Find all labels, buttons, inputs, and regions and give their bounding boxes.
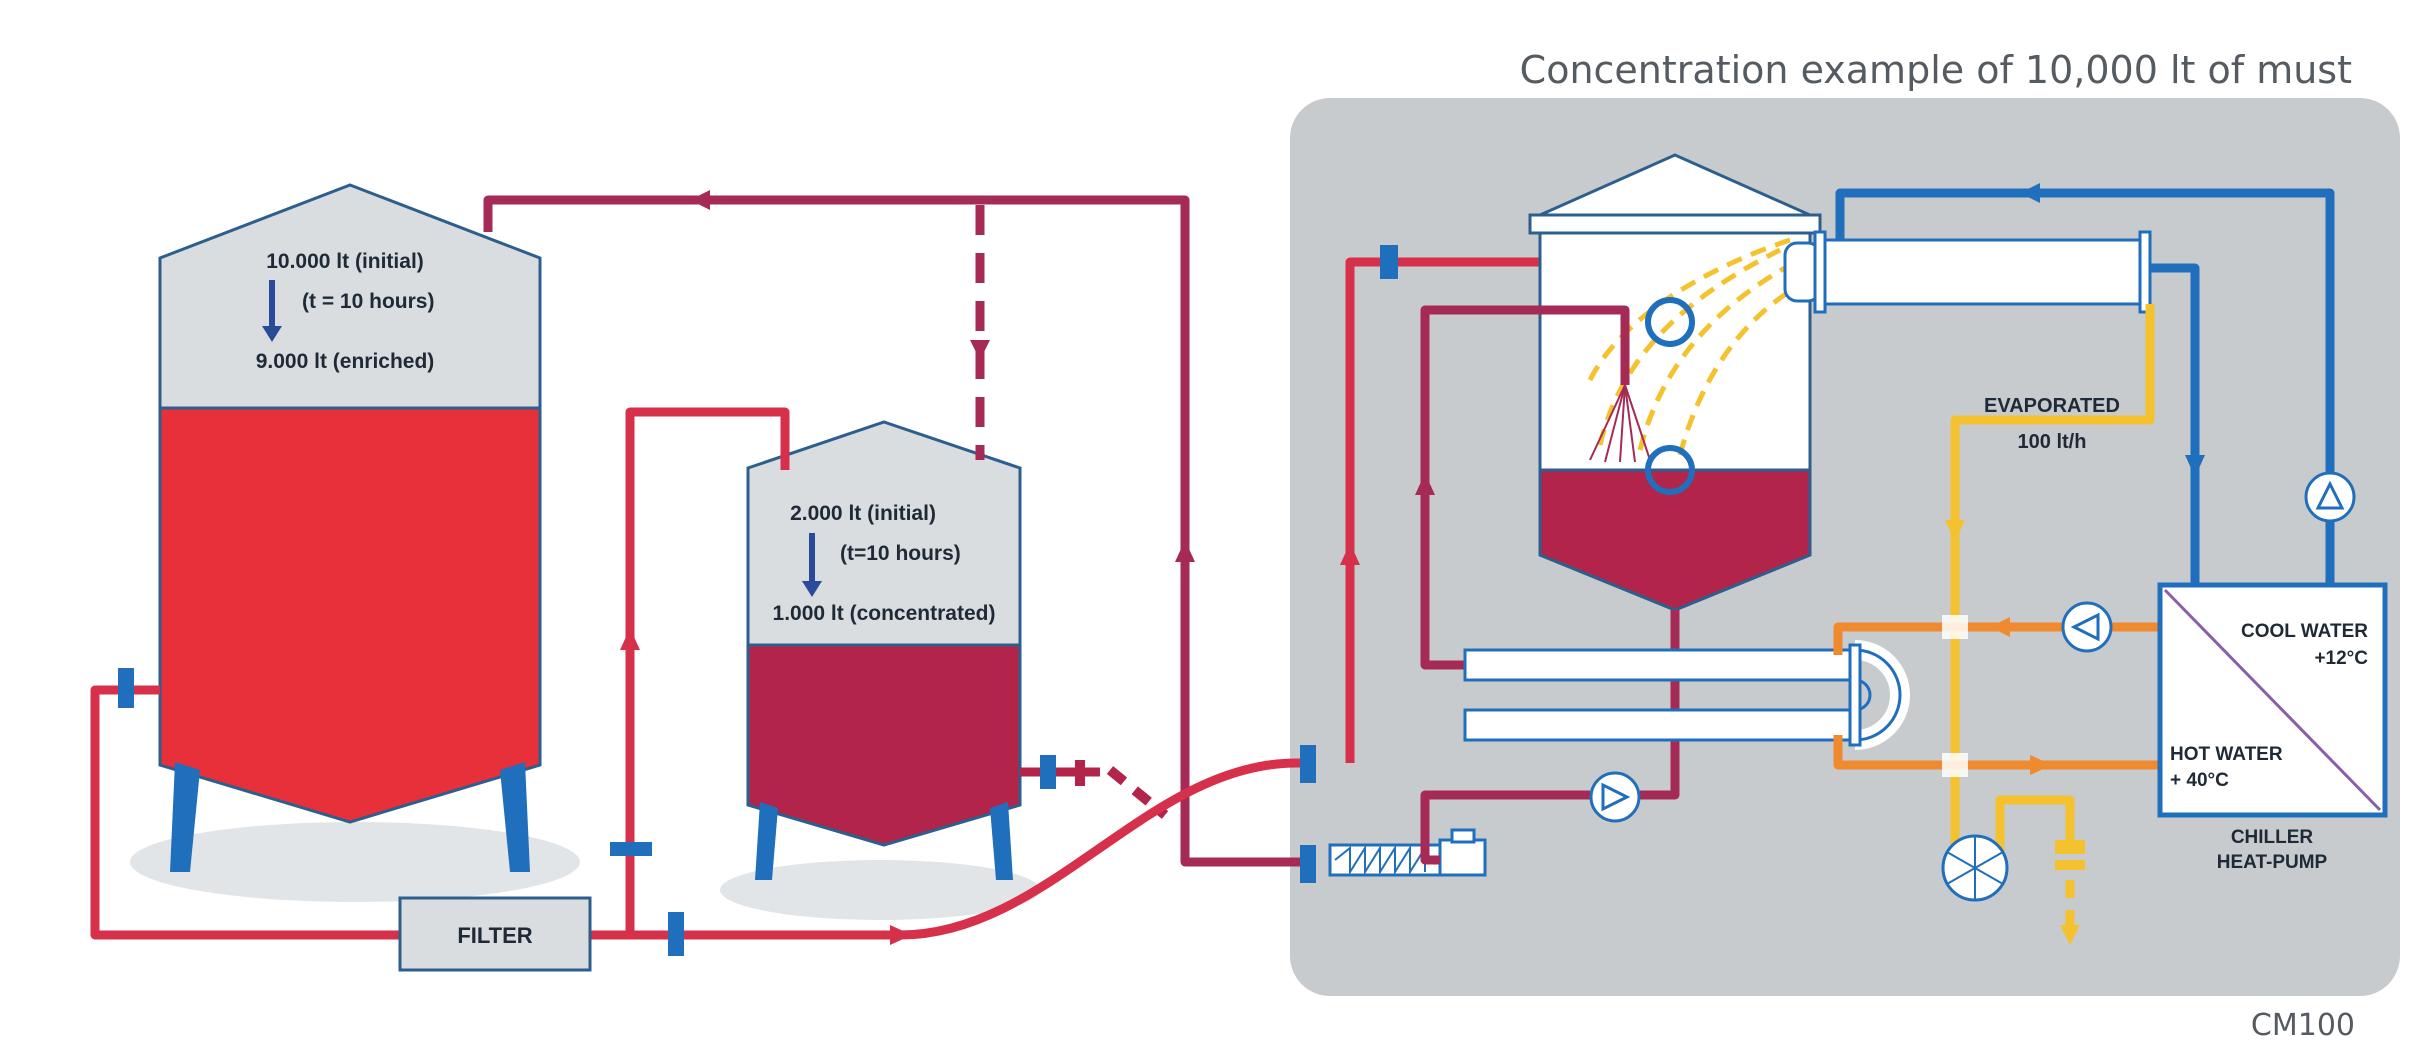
hot-water-pump-arrow — [2070, 612, 2100, 642]
feed-arrow-bottom — [890, 925, 912, 945]
large-tank-time: (t = 10 hours) — [302, 290, 434, 313]
small-tank-outlet-dashed — [1106, 766, 1169, 819]
evaporated-label: EVAPORATED — [1984, 395, 2120, 417]
condenser — [1783, 230, 2152, 314]
vapor-arrow-down — [1945, 520, 1965, 542]
unit-outlet-valve[interactable] — [1300, 845, 1316, 883]
spray-nozzle — [1589, 384, 1651, 463]
vapor-drain-valve[interactable] — [2055, 840, 2085, 854]
filter-box — [398, 896, 592, 972]
small-tank-shadow — [720, 860, 1040, 920]
hot-water-temp: + 40°C — [2170, 770, 2229, 791]
evaporator-vessel — [1528, 153, 1822, 612]
return-pipe-up-arrow — [1175, 540, 1195, 562]
top-valve[interactable] — [1380, 245, 1398, 279]
large-tank — [158, 183, 542, 872]
chiller-box — [2157, 582, 2388, 818]
page-caption: Concentration example of 10,000 lt of mu… — [1520, 48, 2352, 92]
heat-pump-label: HEAT-PUMP — [2217, 852, 2328, 873]
screw-pump — [1328, 828, 1487, 877]
recirculation-pump-icon[interactable] — [1589, 771, 1641, 823]
large-tank-valve[interactable] — [118, 668, 134, 708]
heat-exchanger — [1463, 640, 1910, 750]
return-pipe-arrow — [690, 190, 710, 210]
large-tank-initial: 10.000 lt (initial) — [266, 250, 424, 273]
cool-water-label: COOL WATER — [2241, 621, 2368, 642]
small-tank-time: (t=10 hours) — [840, 542, 961, 565]
large-tank-final: 9.000 lt (enriched) — [256, 350, 435, 373]
vapor-drain-valve-lower[interactable] — [2055, 860, 2085, 870]
small-tank-down-arrowhead — [802, 581, 822, 597]
crossing-collar-upper — [1942, 615, 1968, 639]
small-tank — [746, 420, 1022, 880]
recirculation-up-arrow — [1415, 473, 1435, 495]
crossing-collar-lower — [1942, 753, 1968, 777]
cool-water-arrow-top — [2020, 183, 2040, 203]
feed-arrow-up-left — [620, 628, 640, 650]
hot-water-pipe — [1833, 622, 2160, 770]
drain-valve[interactable] — [610, 842, 652, 856]
vapor-drain-arrow — [2060, 925, 2080, 945]
small-tank-initial: 2.000 lt (initial) — [790, 502, 936, 525]
filter-valve[interactable] — [668, 912, 684, 956]
chiller-label: CHILLER — [2231, 827, 2314, 848]
hot-water-pump-icon[interactable] — [2061, 601, 2113, 653]
feed-arrow-up-unit — [1340, 543, 1360, 565]
small-tank-final: 1.000 lt (concentrated) — [773, 602, 996, 625]
small-tank-flange — [1075, 760, 1085, 786]
upper-coil-icon — [1645, 297, 1695, 347]
filter-label: FILTER — [457, 923, 532, 948]
unit-inlet-valve[interactable] — [1300, 745, 1316, 783]
cool-water-pump-icon[interactable] — [2304, 471, 2356, 523]
vapor-pipe — [1950, 304, 2155, 930]
return-pipe — [483, 195, 1300, 867]
small-tank-valve[interactable] — [1040, 755, 1056, 789]
large-tank-shadow — [130, 822, 580, 902]
recirculation-pump-arrow — [1601, 782, 1631, 812]
lower-coil-icon — [1645, 445, 1695, 495]
hot-water-arrow-in — [1990, 617, 2010, 637]
vacuum-pump-icon[interactable] — [1941, 834, 2009, 902]
hot-water-label: HOT WATER — [2170, 744, 2283, 765]
evaporated-rate: 100 lt/h — [2018, 431, 2087, 453]
cool-water-temp: +12°C — [2314, 648, 2368, 669]
model-code: CM100 — [2251, 1008, 2355, 1043]
dashed-drop-arrow — [970, 340, 990, 360]
cool-water-pipe — [1835, 188, 2335, 585]
cool-water-pump-arrow — [2315, 480, 2345, 510]
cool-water-arrow-down — [2185, 455, 2205, 477]
hot-water-arrow-out — [2030, 755, 2052, 775]
large-tank-down-arrowhead — [262, 326, 282, 342]
